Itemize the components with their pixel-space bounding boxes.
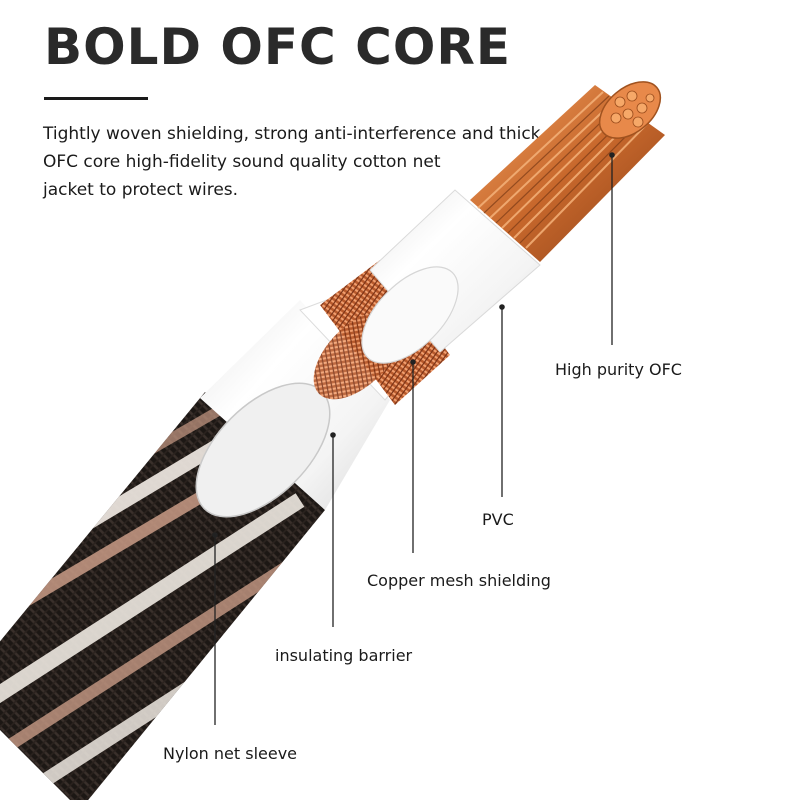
- ofc-copper-core: [470, 81, 665, 262]
- label-copper-mesh-shielding: Copper mesh shielding: [367, 571, 551, 590]
- label-high-purity-ofc: High purity OFC: [555, 360, 682, 379]
- pvc-insulation: [361, 189, 541, 364]
- label-insulating-barrier: insulating barrier: [275, 646, 413, 665]
- description-line-1: Tightly woven shielding, strong anti-int…: [43, 124, 541, 144]
- leader-line-core: [609, 152, 615, 345]
- label-nylon-net-sleeve: Nylon net sleeve: [163, 744, 298, 763]
- description: Tightly woven shielding, strong anti-int…: [43, 120, 543, 204]
- leader-line-shield: [410, 359, 416, 553]
- label-pvc: PVC: [482, 510, 514, 529]
- page-title: BOLD OFC CORE: [44, 18, 512, 76]
- title-underline: [44, 97, 148, 100]
- description-line-2: OFC core high-fidelity sound quality cot…: [43, 152, 441, 172]
- leader-line-barrier: [330, 432, 336, 627]
- description-line-3: jacket to protect wires.: [43, 180, 239, 200]
- leader-line-sleeve: [212, 532, 218, 725]
- leader-line-pvc: [499, 304, 505, 497]
